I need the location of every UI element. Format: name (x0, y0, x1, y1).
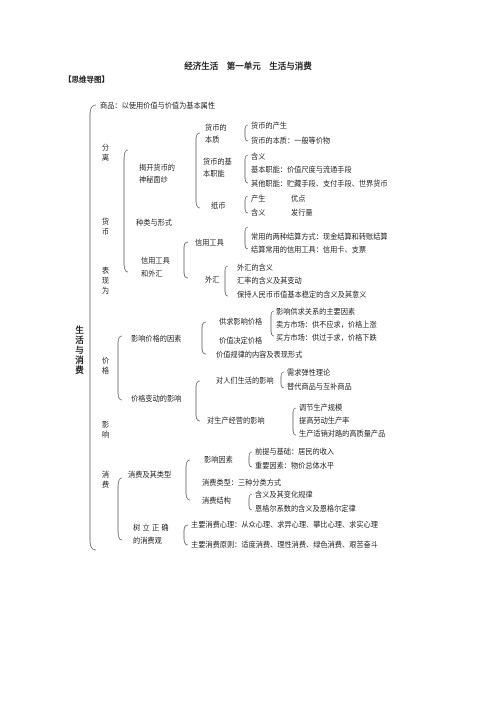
node-supply-demand: 供求影响价格 (219, 317, 263, 326)
node-paper-issue: 发行量 (291, 208, 313, 217)
side-label-biaoxian: 表现为 (101, 266, 110, 295)
node-premise: 前提与基础：居民的收入 (255, 447, 335, 456)
node-correct-2: 的消费观 (133, 536, 162, 545)
node-principle: 主要消费原则：适度消费、理性消费、绿色消费、艰苦奋斗 (191, 540, 378, 549)
node-credit-fx-1: 信用工具 (141, 256, 170, 265)
node-reveal-1: 揭开货币的 (139, 163, 175, 172)
node-credit-tools: 结算常用的信用工具：信用卡、支票 (251, 245, 367, 254)
node-reveal-2: 神秘面纱 (139, 175, 168, 184)
node-fx: 外汇 (205, 275, 220, 284)
node-price-change: 价格变动的影响 (131, 394, 182, 403)
side-label-yingxiang: 影响 (101, 420, 110, 439)
node-paper-origin: 产生 (251, 194, 266, 203)
node-substitutes: 替代商品与互补商品 (287, 382, 352, 391)
node-func-meaning: 含义 (251, 152, 266, 161)
node-paper-meaning: 含义 (251, 208, 266, 217)
node-consumption-types: 消费及其类型 (128, 470, 172, 479)
node-fx-meaning: 外汇的含义 (237, 263, 273, 272)
node-correct-1: 树 立 正 确 (133, 523, 169, 532)
side-label-fenli: 分离 (101, 143, 110, 162)
node-essence-b: 本质 (205, 135, 220, 144)
node-credit: 信用工具 (195, 238, 224, 247)
node-labor: 提高劳动生产率 (299, 416, 350, 425)
node-elasticity: 需求弹性理论 (287, 368, 331, 377)
node-important: 重要因素：物价总体水平 (255, 461, 335, 470)
node-marketable: 生产适销对路的高质量产品 (299, 429, 386, 438)
node-credit-fx-2: 和外汇 (141, 269, 163, 278)
side-label-huobi: 货币 (101, 217, 110, 236)
node-structure: 消费结构 (202, 496, 231, 505)
node-paper: 纸币 (211, 201, 226, 210)
node-price-factors: 影响价格的因素 (131, 334, 182, 343)
node-psych: 主要消费心理：从众心理、求异心理、攀比心理、求实心理 (191, 520, 378, 529)
node-func-other: 其他职能：贮藏手段、支付手段、世界货币 (251, 179, 388, 188)
node-on-life: 对人们生活的影响 (216, 376, 274, 385)
node-kinds: 种类与形式 (136, 218, 172, 227)
node-sellers: 卖方市场：供不应求，价格上涨 (276, 320, 377, 329)
node-adjust: 调节生产规模 (299, 403, 343, 412)
node-influence: 影响因素 (204, 455, 233, 464)
node-sd-main: 影响供求关系的主要因素 (276, 307, 356, 316)
side-label-xiaofei: 消费 (101, 470, 110, 489)
node-essence: 货币的本质：一般等价物 (251, 136, 331, 145)
root-topic: 生活与消费 (75, 326, 84, 376)
node-origin: 货币的产生 (251, 121, 287, 130)
node-essence-a: 货币的 (205, 123, 227, 132)
page-title: 经济生活 第一单元 生活与消费 (184, 62, 312, 72)
node-struct-meaning: 含义及其变化规律 (255, 490, 313, 499)
node-func-basic: 基本职能：价值尺度与流通手段 (251, 165, 352, 174)
node-value-decides: 价值决定价格 (219, 336, 263, 345)
node-functions-b: 本职能 (203, 169, 225, 178)
section-tag: 【思维导图】 (64, 75, 109, 84)
node-fx-rate: 汇率的含义及其变动 (237, 276, 302, 285)
node-commodity: 商品：以使用价值与价值为基本属性 (100, 101, 216, 110)
node-fx-stable: 保持人民币币值基本稳定的含义及其意义 (237, 290, 367, 299)
node-engel: 恩格尔系数的含义及恩格尔定律 (255, 504, 356, 513)
node-on-production: 对生产经营的影响 (207, 416, 265, 425)
node-value-law: 价值规律的内容及表现形式 (216, 350, 303, 359)
node-credit-settle: 常用的两种结算方式：现金结算和转账结算 (251, 232, 388, 241)
node-buyers: 买方市场：供过于求，价格下跌 (276, 333, 377, 342)
node-paper-merit: 优点 (291, 194, 306, 203)
side-label-jiage: 价格 (101, 356, 110, 375)
node-types: 消费类型：三种分类方式 (202, 478, 282, 487)
node-functions-a: 货币的基 (203, 157, 232, 166)
